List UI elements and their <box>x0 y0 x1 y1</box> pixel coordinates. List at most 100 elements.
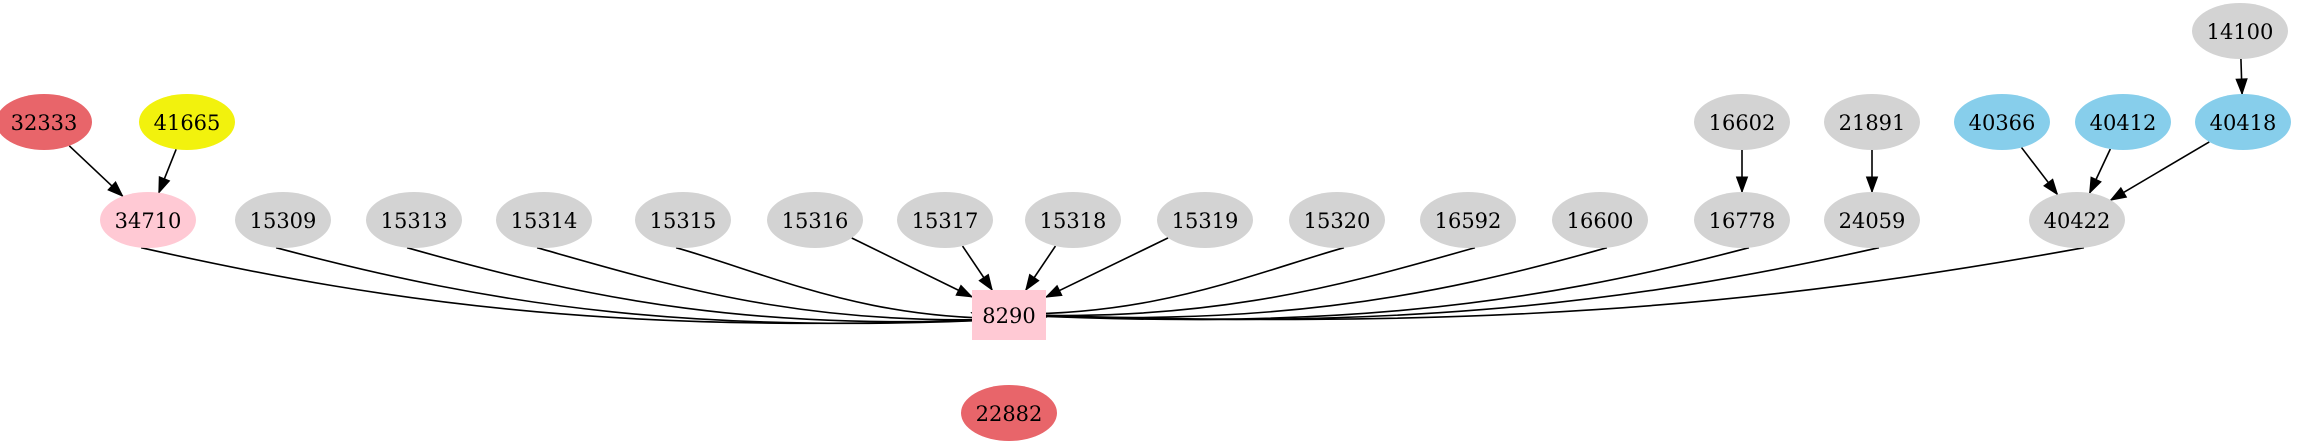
node-16600[interactable]: 16600 <box>1552 192 1648 248</box>
node-40418[interactable]: 40418 <box>2195 94 2291 150</box>
edge-40366-to-40422-arrowhead <box>2043 178 2059 196</box>
node-22882-label: 22882 <box>976 402 1043 426</box>
edge-40412-to-40422 <box>2088 148 2112 195</box>
node-15319-ellipse[interactable] <box>1157 192 1253 248</box>
edge-15318-to-8290 <box>1025 245 1057 292</box>
edge-15316-to-8290-arrowhead <box>955 284 974 298</box>
node-40422-ellipse[interactable] <box>2029 192 2125 248</box>
node-15316-label: 15316 <box>782 209 849 233</box>
node-15315-ellipse[interactable] <box>635 192 731 248</box>
node-14100-ellipse[interactable] <box>2192 3 2288 59</box>
node-15314-label: 15314 <box>511 209 578 233</box>
edge-15317-to-8290-arrowhead <box>978 273 993 292</box>
node-15318[interactable]: 15318 <box>1025 192 1121 248</box>
node-15319[interactable]: 15319 <box>1157 192 1253 248</box>
node-40422[interactable]: 40422 <box>2029 192 2125 248</box>
node-15309[interactable]: 15309 <box>235 192 331 248</box>
node-34710-label: 34710 <box>115 209 182 233</box>
node-16778-ellipse[interactable] <box>1694 192 1790 248</box>
node-15317[interactable]: 15317 <box>897 192 993 248</box>
node-15313-ellipse[interactable] <box>366 192 462 248</box>
node-40366-label: 40366 <box>1969 111 2036 135</box>
node-32333-label: 32333 <box>11 111 78 135</box>
node-15318-ellipse[interactable] <box>1025 192 1121 248</box>
node-8290-label: 8290 <box>982 304 1035 328</box>
node-32333[interactable]: 32333 <box>0 94 92 150</box>
node-41665-ellipse[interactable] <box>139 94 235 150</box>
edge-15319-to-8290-arrowhead <box>1044 284 1063 298</box>
node-8290-box[interactable] <box>972 290 1046 340</box>
node-15319-label: 15319 <box>1172 209 1239 233</box>
edge-40366-to-40422 <box>2020 147 2059 196</box>
node-40412-label: 40412 <box>2090 111 2157 135</box>
node-15320[interactable]: 15320 <box>1289 192 1385 248</box>
node-16602-ellipse[interactable] <box>1694 94 1790 150</box>
node-24059-ellipse[interactable] <box>1824 192 1920 248</box>
node-8290[interactable]: 8290 <box>972 290 1046 340</box>
node-40366-ellipse[interactable] <box>1954 94 2050 150</box>
node-16592-ellipse[interactable] <box>1420 192 1516 248</box>
node-21891-label: 21891 <box>1839 111 1906 135</box>
node-15320-ellipse[interactable] <box>1289 192 1385 248</box>
node-15314-ellipse[interactable] <box>496 192 592 248</box>
edge-40418-to-40422-arrowhead <box>2109 186 2128 201</box>
node-15313-label: 15313 <box>381 209 448 233</box>
node-24059-label: 24059 <box>1839 209 1906 233</box>
edge-32333-to-34710 <box>68 145 124 198</box>
node-41665[interactable]: 41665 <box>139 94 235 150</box>
nodes-layer: 14100 32333 41665 16602 21891 40366 40412 40418… <box>0 3 2291 441</box>
edge-32333-to-34710-arrowhead <box>107 181 124 198</box>
node-40366[interactable]: 40366 <box>1954 94 2050 150</box>
edge-15309-to-8290-line <box>275 246 1047 325</box>
node-16778-label: 16778 <box>1709 209 1776 233</box>
node-15316[interactable]: 15316 <box>767 192 863 248</box>
node-24059[interactable]: 24059 <box>1824 192 1920 248</box>
node-15317-ellipse[interactable] <box>897 192 993 248</box>
edge-21891-to-24059-arrowhead <box>1865 176 1879 194</box>
edge-14100-to-40418 <box>2235 58 2248 96</box>
node-40418-label: 40418 <box>2210 111 2277 135</box>
edge-15316-to-8290 <box>851 237 974 298</box>
edge-40412-to-40422-arrowhead <box>2089 176 2102 195</box>
edge-41665-to-34710 <box>158 148 177 195</box>
node-16602[interactable]: 16602 <box>1694 94 1790 150</box>
node-21891[interactable]: 21891 <box>1824 94 1920 150</box>
edge-40422-to-8290-line <box>971 246 2085 321</box>
node-15320-label: 15320 <box>1304 209 1371 233</box>
edge-15314-to-8290-line <box>536 246 1047 321</box>
edge-15313-to-8290-line <box>406 246 1047 323</box>
node-34710[interactable]: 34710 <box>100 192 196 248</box>
node-15317-label: 15317 <box>912 209 979 233</box>
edge-40418-to-40422 <box>2109 141 2210 201</box>
node-15315-label: 15315 <box>650 209 717 233</box>
edge-16602-to-16778 <box>1735 149 1749 194</box>
node-14100[interactable]: 14100 <box>2192 3 2288 59</box>
node-16592-label: 16592 <box>1435 209 1502 233</box>
node-16600-label: 16600 <box>1567 209 1634 233</box>
node-15314[interactable]: 15314 <box>496 192 592 248</box>
node-15316-ellipse[interactable] <box>767 192 863 248</box>
edge-21891-to-24059 <box>1865 150 1879 194</box>
node-40418-ellipse[interactable] <box>2195 94 2291 150</box>
node-16600-ellipse[interactable] <box>1552 192 1648 248</box>
node-21891-ellipse[interactable] <box>1824 94 1920 150</box>
node-14100-label: 14100 <box>2207 20 2274 44</box>
node-15315[interactable]: 15315 <box>635 192 731 248</box>
node-15313[interactable]: 15313 <box>366 192 462 248</box>
node-40422-label: 40422 <box>2044 209 2111 233</box>
node-32333-ellipse[interactable] <box>0 94 92 150</box>
edge-15317-to-8290 <box>961 245 993 292</box>
node-16602-label: 16602 <box>1709 111 1776 135</box>
node-15309-ellipse[interactable] <box>235 192 331 248</box>
node-22882[interactable]: 22882 <box>961 385 1057 441</box>
node-34710-ellipse[interactable] <box>100 192 196 248</box>
node-22882-ellipse[interactable] <box>961 385 1057 441</box>
node-40412-ellipse[interactable] <box>2075 94 2171 150</box>
edge-16602-to-16778-arrowhead <box>1735 176 1749 194</box>
node-40412[interactable]: 40412 <box>2075 94 2171 150</box>
node-16592[interactable]: 16592 <box>1420 192 1516 248</box>
node-15309-label: 15309 <box>250 209 317 233</box>
node-41665-label: 41665 <box>154 111 221 135</box>
node-16778[interactable]: 16778 <box>1694 192 1790 248</box>
